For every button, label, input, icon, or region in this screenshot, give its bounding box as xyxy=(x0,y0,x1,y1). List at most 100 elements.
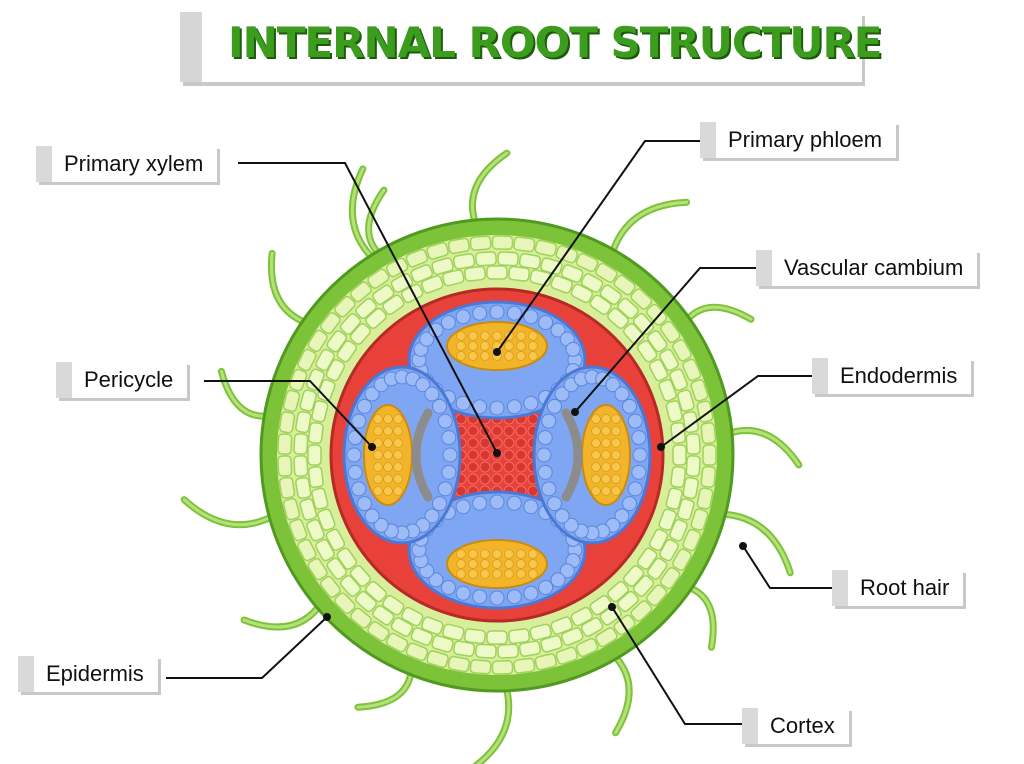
cortex-cell xyxy=(696,487,714,510)
xylem-cell xyxy=(467,437,479,449)
cortex-cell xyxy=(491,235,514,250)
label-vascular-cambium: Vascular cambium xyxy=(756,250,978,286)
pericycle-cell xyxy=(424,386,440,402)
xylem-cell xyxy=(491,473,503,485)
pericycle-cell xyxy=(489,494,505,510)
phloem-cell xyxy=(601,474,611,484)
pericycle-cell xyxy=(565,341,581,357)
pericycle-cell xyxy=(631,464,647,480)
cortex-cell xyxy=(365,307,387,329)
cortex-cell xyxy=(607,307,629,329)
pericycle-cell xyxy=(622,496,638,512)
cortex-cell xyxy=(685,433,701,455)
phloem-cell xyxy=(591,450,601,460)
cortex-cell xyxy=(589,294,612,316)
xylem-cell xyxy=(479,473,491,485)
phloem-cell xyxy=(393,426,403,436)
cortex-cell xyxy=(659,348,679,372)
root-hair xyxy=(680,303,755,328)
phloem-cell xyxy=(468,549,478,559)
pericycle-cell xyxy=(440,580,456,596)
cortex-cell xyxy=(659,538,679,562)
cortex-cell xyxy=(295,476,312,499)
phloem-cell xyxy=(393,438,403,448)
phloem-cell xyxy=(480,351,490,361)
leader-dot xyxy=(571,408,579,416)
phloem-cell xyxy=(383,474,393,484)
cortex-cell xyxy=(613,274,636,296)
vascular-bundle xyxy=(407,300,587,420)
cortex-cell xyxy=(497,643,519,659)
phloem-cell xyxy=(373,414,383,424)
pericycle-cell xyxy=(536,447,552,463)
cortex-cell xyxy=(700,422,717,445)
pericycle-cell xyxy=(455,499,471,515)
phloem-cell xyxy=(393,450,403,460)
phloem-cell xyxy=(611,462,621,472)
phloem-cell xyxy=(480,569,490,579)
phloem-cell xyxy=(504,351,514,361)
label-text: Root hair xyxy=(860,575,950,600)
cortex-cell xyxy=(405,642,429,662)
cortex-cell xyxy=(339,575,362,597)
pericycle-cell xyxy=(563,517,579,533)
phloem-cell xyxy=(456,559,466,569)
cortex-cell xyxy=(297,348,317,372)
cortex-cell xyxy=(518,640,541,657)
phloem-cell xyxy=(468,341,478,351)
cortex-cell xyxy=(560,264,584,283)
pericycle-cell xyxy=(538,580,554,596)
cortex-cell xyxy=(580,273,604,293)
phloem-cell xyxy=(611,486,621,496)
cortex-cell xyxy=(317,508,336,531)
pericycle-cell xyxy=(550,322,566,338)
cortex-cell xyxy=(288,518,308,542)
phloem-cell xyxy=(393,486,403,496)
cortex-cell xyxy=(463,628,487,645)
phloem-cell xyxy=(591,426,601,436)
cortex-cell xyxy=(570,283,594,304)
cortex-cell xyxy=(325,528,346,552)
pericycle-cell xyxy=(432,398,448,414)
cortex-cell xyxy=(336,340,358,363)
phloem-cell xyxy=(468,569,478,579)
cortex-cell xyxy=(405,248,429,268)
label-epidermis: Epidermis xyxy=(18,656,158,692)
cortex-cell xyxy=(278,476,296,499)
leader-lines xyxy=(166,140,832,725)
phloem-cell xyxy=(492,559,502,569)
phloem-cell xyxy=(601,414,611,424)
cortex-cell xyxy=(410,627,434,646)
cortex-cell xyxy=(334,295,356,318)
cortex-cell xyxy=(278,411,296,434)
pericycle-cell xyxy=(554,386,570,402)
phloem-cell xyxy=(373,462,383,472)
cortex-cell xyxy=(529,623,552,641)
pericycle-cell xyxy=(523,585,539,601)
phloem-cell xyxy=(601,438,611,448)
pericycle-cell xyxy=(506,589,522,605)
cortex-cell xyxy=(277,433,293,455)
label-cortex: Cortex xyxy=(742,708,849,744)
leader-root-hair xyxy=(742,545,832,589)
phloem-cell xyxy=(456,351,466,361)
pericycle-cell xyxy=(424,508,440,524)
pericycle-cell xyxy=(489,400,505,416)
pericycle-cell xyxy=(537,430,553,446)
leader-dot xyxy=(368,443,376,451)
cortex-cell xyxy=(595,627,618,648)
xylem-cell xyxy=(467,425,479,437)
cortex-cell xyxy=(595,262,618,283)
pericycle-cell xyxy=(472,589,488,605)
label-pericycle: Pericycle xyxy=(56,362,188,398)
pericycle-cell xyxy=(523,309,539,325)
cortex-cell xyxy=(646,584,668,607)
phloem-cell xyxy=(591,414,601,424)
xylem-cell xyxy=(515,437,527,449)
xylem-cell xyxy=(503,437,515,449)
phloem-cell xyxy=(373,426,383,436)
leader-vascular-cambium xyxy=(574,267,756,413)
cortex-cell xyxy=(632,313,655,335)
pericycle-cell xyxy=(346,447,362,463)
label-endodermis: Endodermis xyxy=(812,358,972,394)
